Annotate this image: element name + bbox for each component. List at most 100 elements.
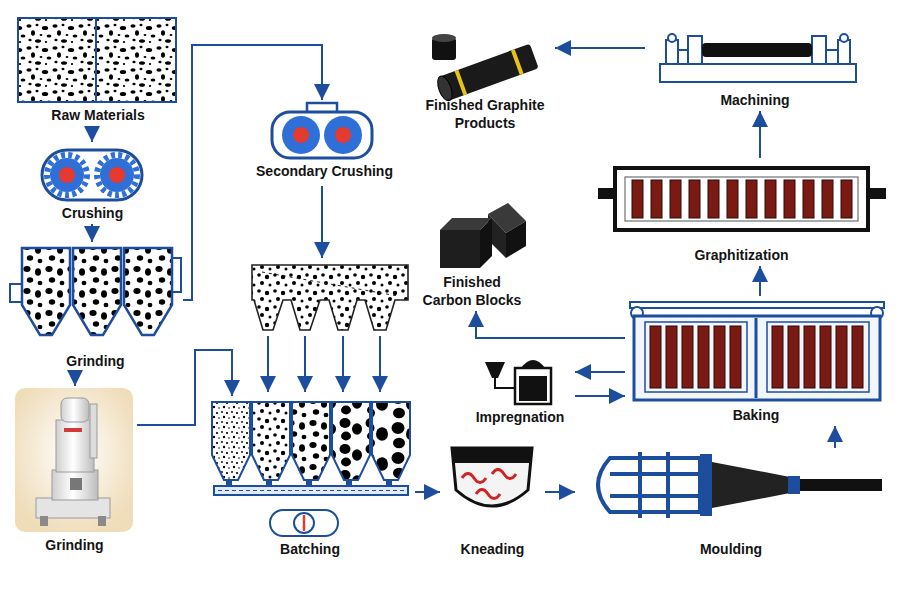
step-label: Secondary Crushing [242, 162, 407, 180]
graphitization-furnace-part-part [822, 180, 833, 218]
graphitization-furnace-part-part [784, 180, 795, 218]
batching-bins-part [386, 480, 392, 486]
extrusion-press-part [666, 452, 670, 518]
process-step: Crushing [35, 142, 150, 224]
extrusion-press [598, 452, 882, 518]
raw-material-bins [18, 18, 176, 102]
vibrating-screen-part [252, 265, 408, 330]
baking-furnace-part-part [730, 326, 741, 388]
flow-arrow [575, 395, 625, 397]
grinding-mill-photo-part [64, 428, 82, 432]
process-step: Machining [645, 28, 865, 111]
baking-furnace-part [767, 322, 869, 392]
lathe-icon-part [666, 40, 678, 64]
lathe-icon-part [826, 49, 838, 51]
carbon-blocks-icon-part [506, 221, 526, 258]
flow-arrow [91, 126, 93, 142]
graphitization-furnace [598, 168, 886, 230]
flow-arrow [91, 224, 93, 242]
impregnation-vessel-part [485, 362, 505, 378]
baking-furnace-part-part [804, 326, 815, 388]
graphitization-furnace-part-part [727, 180, 738, 218]
process-step: Batching [205, 396, 415, 560]
baking-furnace-part [645, 322, 747, 392]
grinding-hoppers-part [10, 284, 22, 302]
graphitization-furnace-part-part [651, 180, 662, 218]
extrusion-press-part [598, 458, 700, 512]
graphitization-furnace-part-part [765, 180, 776, 218]
flow-arrow [834, 426, 836, 448]
crusher-icon-part [47, 155, 87, 195]
process-step: Grinding [8, 242, 183, 372]
crusher-icon [42, 150, 142, 200]
extrusion-press-part [700, 454, 712, 516]
screen-outlet-arrows-part [379, 336, 381, 392]
batching-bins [212, 402, 410, 536]
graphite-electrode-icon-part [432, 34, 456, 42]
grinding-mill-photo-part [15, 388, 133, 532]
screen-outlet-arrows [268, 336, 380, 392]
vibrating-screen-part [262, 272, 398, 296]
grinding-hoppers-part [124, 248, 172, 335]
secondary-crusher-icon-part [272, 112, 372, 158]
grinding-mill-photo-part [40, 516, 48, 526]
extrusion-press-part [610, 494, 698, 498]
kneading-bowl-part [492, 470, 516, 479]
baking-furnace-part-part [836, 326, 847, 388]
baking-furnace-part-part [772, 326, 783, 388]
secondary-crusher-icon-part [293, 127, 309, 143]
lathe-icon-part [668, 34, 676, 42]
screen-outlet-arrows-part [342, 336, 344, 392]
batching-bins-part [346, 480, 352, 486]
step-label: Crushing [35, 204, 150, 222]
flow-arrow [759, 266, 761, 296]
lathe-icon-part [838, 40, 850, 64]
graphitization-furnace-part-part [841, 180, 852, 218]
lathe-icon-part [702, 43, 812, 57]
grinding-mill-photo-part [52, 470, 98, 500]
baking-furnace-part-part [852, 326, 863, 388]
batching-bins-part [214, 486, 408, 495]
step-label: Kneading [440, 540, 545, 558]
carbon-blocks-icon-part [480, 218, 492, 268]
flow-arrow [759, 111, 761, 158]
crusher-icon-part [100, 158, 134, 192]
baking-furnace-part-part [788, 326, 799, 388]
batching-bins-part [218, 490, 404, 491]
grinding-hoppers-part [73, 248, 121, 335]
baking-furnace-part-part [698, 326, 709, 388]
graphitization-furnace-part-part [632, 180, 643, 218]
lathe-icon-part [840, 34, 848, 42]
baking-furnace-part-part [820, 326, 831, 388]
process-step: Secondary Crushing [242, 100, 407, 182]
batching-bins-part [252, 402, 290, 480]
lathe-icon-part [678, 49, 688, 51]
process-step: Kneading [440, 440, 545, 560]
baking-furnace [630, 302, 884, 400]
screen-outlet-arrows-part [304, 336, 306, 392]
carbon-blocks-icon [440, 203, 526, 268]
carbon-blocks-icon-part [440, 230, 480, 268]
lathe-icon-part [688, 36, 702, 64]
crusher-icon-part [59, 167, 75, 183]
batching-bins-part [270, 510, 338, 536]
flow-arrow [415, 491, 440, 493]
crusher-icon-part [42, 150, 142, 200]
baking-furnace-part [630, 302, 884, 308]
step-label: Batching [205, 540, 415, 558]
batching-bins-part [292, 402, 330, 480]
batching-bins-part [212, 402, 250, 480]
grinding-hoppers-part [22, 248, 70, 335]
graphitization-furnace-part [632, 180, 852, 218]
flow-arrow [137, 350, 232, 425]
lathe-icon [660, 34, 856, 82]
baking-furnace-part-part [714, 326, 725, 388]
process-step: Baking [625, 296, 887, 426]
step-label: Machining [645, 91, 865, 109]
step-label: Moulding [575, 540, 887, 558]
raw-material-bins-part [18, 18, 176, 102]
secondary-crusher-icon-part [335, 127, 351, 143]
batching-bins-part [266, 480, 272, 486]
step-label: Grinding [8, 352, 183, 370]
